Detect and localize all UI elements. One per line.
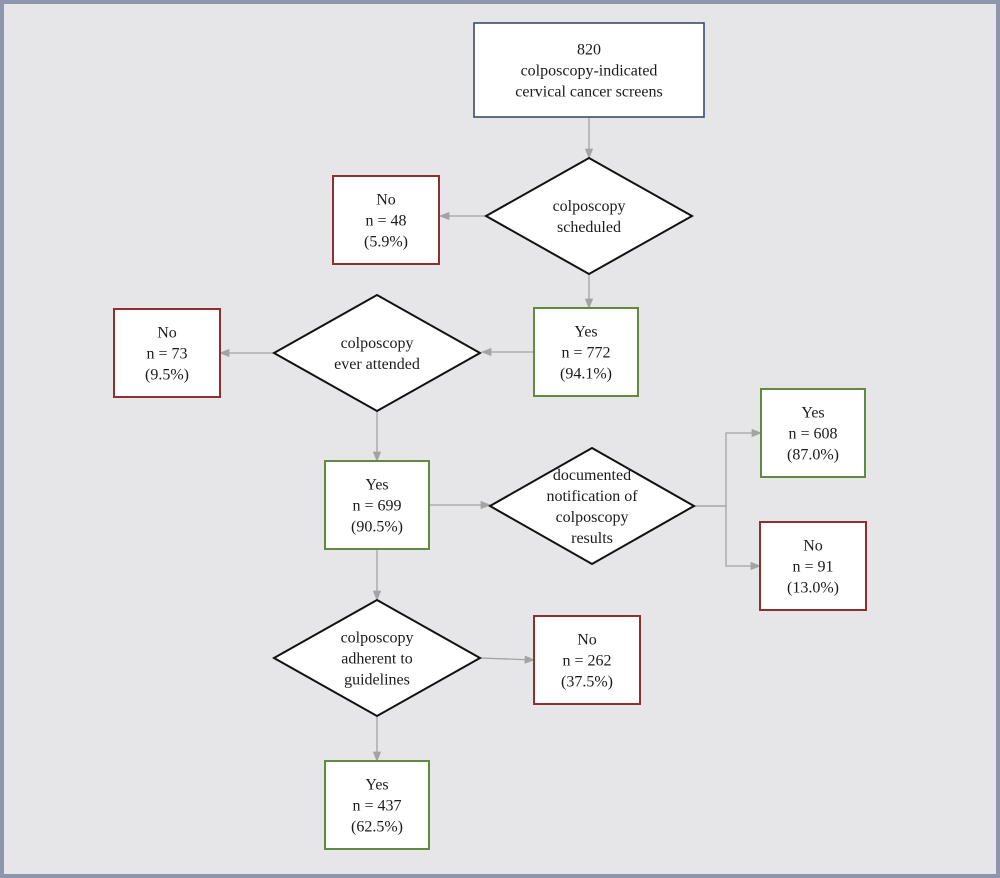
arrow-d_adherent-to-no_adherent [479, 655, 536, 664]
no-scheduled-shape [332, 175, 440, 265]
no-attended-shape [113, 308, 221, 398]
no-notification-label-line: n = 91 [792, 559, 833, 576]
d-adherent-label-line: adherent to [341, 651, 413, 668]
d-attended-label-line: colposcopy [341, 335, 414, 352]
no-attended-label-line: No [157, 325, 177, 342]
start-shape [473, 22, 705, 118]
no-notification-label-line: No [803, 538, 823, 555]
d-adherent-label-line: guidelines [344, 672, 410, 689]
decision-d-scheduled: colposcopy scheduled [483, 156, 695, 276]
yes-adherent-label-line: Yes [365, 777, 388, 794]
yes-notification-label-line: Yes [801, 405, 824, 422]
start-label-line: cervical cancer screens [515, 84, 662, 101]
start-label-line: 820 [577, 42, 601, 59]
box-no-adherent: No n = 262 (37.5%) [533, 615, 641, 705]
box-yes-attended: Yes n = 699 (90.5%) [324, 460, 430, 550]
d-scheduled-label-line: colposcopy [553, 198, 626, 215]
box-yes-notification: Yes n = 608 (87.0%) [760, 388, 866, 478]
yes-notification-shape [760, 388, 866, 478]
no-scheduled-label-line: No [376, 192, 396, 209]
no-attended-label-line: n = 73 [146, 346, 187, 363]
yes-adherent-shape [324, 760, 430, 850]
edges-layer [218, 117, 763, 763]
no-notification-shape [759, 521, 867, 611]
box-yes-adherent: Yes n = 437 (62.5%) [324, 760, 430, 850]
no-adherent-shape [533, 615, 641, 705]
d-notification-label-line: notification of [546, 488, 638, 505]
decision-d-adherent: colposcopy adherent to guidelines [271, 598, 483, 718]
yes-scheduled-shape [533, 307, 639, 397]
d-attended-shape [271, 293, 483, 413]
yes-attended-label-line: n = 699 [352, 498, 401, 515]
d-scheduled-label-line: scheduled [557, 219, 621, 236]
no-notification-label-line: (13.0%) [787, 580, 839, 597]
yes-scheduled-label-line: Yes [574, 324, 597, 341]
yes-notification-label-line: n = 608 [788, 426, 837, 443]
d-scheduled-shape [483, 156, 695, 276]
yes-scheduled-label-line: (94.1%) [560, 366, 612, 383]
no-adherent-label-line: No [577, 632, 597, 649]
d-notification-label-line: results [571, 530, 613, 547]
arrow-d_notification-to-yes_notification [694, 428, 763, 507]
box-start: 820 colposcopy-indicated cervical cancer s… [473, 22, 705, 118]
no-scheduled-label-line: n = 48 [365, 213, 406, 230]
flowchart-canvas: 820 colposcopy-indicated cervical cancer s… [4, 4, 996, 874]
start-label-line: colposcopy-indicated [521, 63, 658, 80]
flowchart-diagram: 820 colposcopy-indicated cervical cancer s… [113, 22, 867, 850]
yes-adherent-label-line: n = 437 [352, 798, 401, 815]
decision-d-attended: colposcopy ever attended [271, 293, 483, 413]
d-notification-shape [487, 446, 697, 566]
yes-adherent-label-line: (62.5%) [351, 819, 403, 836]
box-no-attended: No n = 73 (9.5%) [113, 308, 221, 398]
d-notification-label-line: colposcopy [556, 509, 629, 526]
no-attended-label-line: (9.5%) [145, 367, 189, 384]
yes-scheduled-label-line: n = 772 [561, 345, 610, 362]
yes-attended-shape [324, 460, 430, 550]
box-no-notification: No n = 91 (13.0%) [759, 521, 867, 611]
yes-notification-label-line: (87.0%) [787, 447, 839, 464]
nodes-layer: 820 colposcopy-indicated cervical cancer s… [113, 22, 867, 850]
yes-attended-label-line: Yes [365, 477, 388, 494]
no-scheduled-label-line: (5.9%) [364, 234, 408, 251]
decision-d-notification: documented notification of colposcopy resul… [487, 446, 697, 566]
yes-attended-label-line: (90.5%) [351, 519, 403, 536]
d-attended-label-line: ever attended [334, 356, 420, 373]
d-adherent-label-line: colposcopy [341, 630, 414, 647]
no-adherent-label-line: (37.5%) [561, 674, 613, 691]
box-no-scheduled: No n = 48 (5.9%) [332, 175, 440, 265]
box-yes-scheduled: Yes n = 772 (94.1%) [533, 307, 639, 397]
arrow-d_notification-to-no_notification [694, 505, 762, 571]
d-notification-label-line: documented [553, 467, 631, 484]
no-adherent-label-line: n = 262 [562, 653, 611, 670]
d-adherent-shape [271, 598, 483, 718]
